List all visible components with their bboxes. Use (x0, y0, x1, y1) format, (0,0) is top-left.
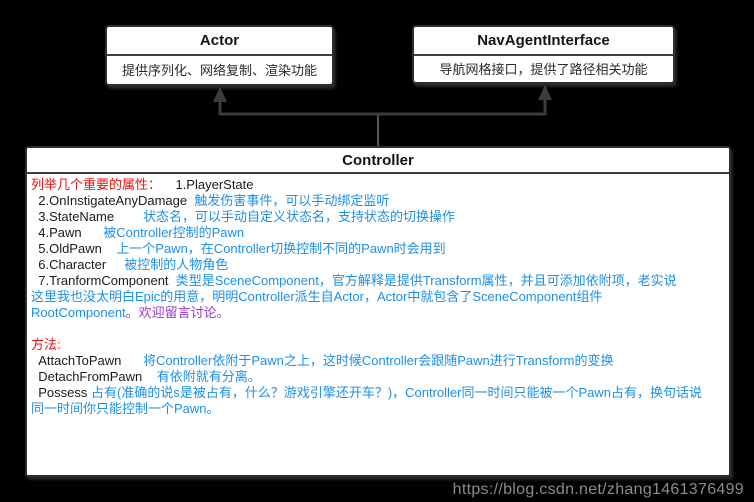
controller-text-line: 5.OldPawn 上一个Pawn，在Controller切换控制不同的Pawn… (31, 241, 725, 257)
text-segment: 被控制的人物角色 (124, 257, 229, 272)
controller-text-line: 同一时间你只能控制一个Pawn。 (31, 401, 725, 417)
controller-body: 列举几个重要的属性： 1.PlayerState 2.OnInstigateAn… (27, 174, 729, 417)
controller-title: Controller (27, 148, 729, 174)
controller-text-line: 这里我也没太明白Epic的用意，明明Controller派生自Actor，Act… (31, 289, 725, 305)
actor-description: 提供序列化、网络复制、渲染功能 (121, 62, 317, 78)
text-segment: 类型是SceneComponent，官方解释是提供Transform属性，并且可… (175, 273, 677, 288)
watermark-url: https://blog.csdn.net/zhang1461376499 (452, 481, 744, 498)
text-segment: 方法: (31, 337, 61, 352)
text-segment: 3.StateName (31, 209, 144, 224)
text-segment: 状态名，可以手动自定义状态名，支持状态的切换操作 (143, 209, 456, 224)
controller-text-line: Possess 占有(准确的说s是被占有，什么？游戏引擎还开车？)，Contro… (31, 385, 725, 401)
controller-text-line: AttachToPawn 将Controller依附于Pawn之上，这时候Con… (31, 353, 725, 369)
text-segment: 这里我也没太明白Epic的用意，明明Controller派生自Actor，Act… (31, 289, 603, 304)
actor-class-box: Actor 提供序列化、网络复制、渲染功能 (105, 25, 334, 86)
text-segment: RootComponent (31, 305, 126, 320)
text-segment: 。欢迎留言讨论。 (125, 305, 230, 320)
text-segment: 上一个Pawn，在Controller切换控制不同的Pawn时会用到 (116, 241, 446, 256)
navagentinterface-description: 导航网格接口，提供了路径相关功能 (439, 61, 648, 77)
text-segment: 7.TranformComponent (31, 273, 176, 288)
controller-text-line: 2.OnInstigateAnyDamage 触发伤害事件，可以手动绑定监听 (31, 193, 725, 209)
text-segment: 被Controller控制的Pawn (103, 225, 245, 240)
controller-text-line: 3.StateName 状态名，可以手动自定义状态名，支持状态的切换操作 (31, 209, 725, 225)
text-segment: DetachFromPawn (31, 369, 157, 384)
controller-text-line: RootComponent。欢迎留言讨论。 (31, 305, 725, 321)
text-segment: 触发伤害事件，可以手动绑定监听 (194, 193, 390, 208)
text-segment: 2.OnInstigateAnyDamage (31, 193, 195, 208)
text-segment: AttachToPawn (31, 353, 144, 368)
text-segment: Possess (31, 385, 91, 400)
controller-text-line: 方法: (31, 337, 725, 353)
controller-text-line: 6.Character 被控制的人物角色 (31, 257, 725, 273)
text-segment: 1.PlayerState (161, 177, 254, 192)
text-segment: 同一时间你只能控制一个Pawn。 (31, 401, 220, 416)
text-segment: 占有(准确的说s是被占有，什么？游戏引擎还开车？)，Controller同一时间… (90, 385, 703, 400)
actor-title: Actor (107, 27, 332, 56)
text-segment: 5.OldPawn (31, 241, 117, 256)
text-segment: 有依附就有分离。 (156, 369, 261, 384)
arrow-to-navagentinterface-head (538, 85, 552, 100)
text-segment: 将Controller依附于Pawn之上，这时候Controller会跟随Paw… (143, 353, 614, 368)
arrow-to-actor-head (213, 87, 227, 102)
controller-class-box: Controller 列举几个重要的属性： 1.PlayerState 2.On… (25, 146, 731, 477)
controller-text-line (31, 321, 725, 337)
controller-text-line: DetachFromPawn 有依附就有分离。 (31, 369, 725, 385)
controller-text-line: 列举几个重要的属性： 1.PlayerState (31, 177, 725, 193)
text-segment: 6.Character (31, 257, 125, 272)
navagentinterface-class-box: NavAgentInterface 导航网格接口，提供了路径相关功能 (412, 25, 675, 84)
controller-text-line: 7.TranformComponent 类型是SceneComponent，官方… (31, 273, 725, 289)
text-segment: 列举几个重要的属性： (31, 177, 162, 192)
text-segment: 4.Pawn (31, 225, 104, 240)
navagentinterface-title: NavAgentInterface (414, 27, 673, 56)
controller-text-line: 4.Pawn 被Controller控制的Pawn (31, 225, 725, 241)
